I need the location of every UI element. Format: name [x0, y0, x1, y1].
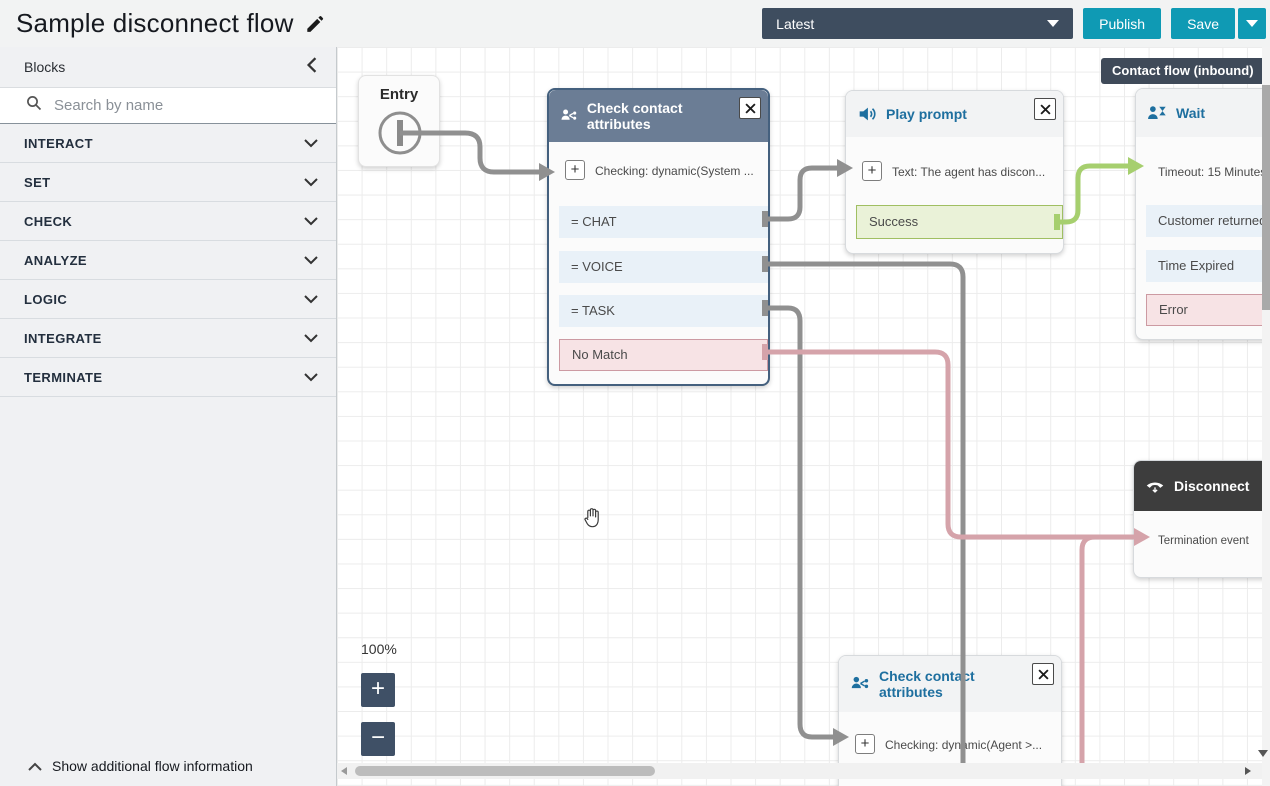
block-play-prompt[interactable]: Play prompt + Text: The agent has discon…	[845, 90, 1064, 254]
wait-icon	[1148, 106, 1166, 119]
block-search	[0, 88, 336, 124]
expand-parameter-button[interactable]: +	[862, 161, 882, 181]
vertical-scrollbar[interactable]	[1258, 47, 1270, 786]
sidebar-item-interact[interactable]: INTERACT	[0, 124, 336, 163]
show-flow-info-toggle[interactable]: Show additional flow information	[0, 746, 336, 786]
branch-error[interactable]: Error	[1146, 294, 1262, 326]
block-entry[interactable]: Entry	[358, 75, 440, 167]
block-header: Disconnect	[1134, 461, 1262, 511]
flow-type-badge: Contact flow (inbound)	[1101, 58, 1262, 84]
sidebar-item-check[interactable]: CHECK	[0, 202, 336, 241]
save-button[interactable]: Save	[1171, 8, 1235, 39]
hand-cursor-icon	[584, 508, 599, 528]
chevron-down-icon	[304, 177, 318, 186]
page-title: Sample disconnect flow	[16, 8, 294, 38]
chevron-down-icon	[304, 138, 318, 147]
connector-task	[765, 305, 833, 740]
block-title: Check contact attributes	[586, 100, 683, 132]
branch-voice[interactable]: = VOICE	[559, 251, 768, 283]
connector-error-merge	[1079, 534, 1107, 763]
block-disconnect[interactable]: Disconnect Termination event	[1133, 460, 1262, 578]
block-parameter: Checking: dynamic(Agent >...	[885, 738, 1043, 752]
sidebar-title: Blocks	[24, 59, 66, 75]
scroll-left-arrow-icon[interactable]	[341, 767, 347, 775]
block-parameter: Timeout: 15 Minutes	[1158, 165, 1262, 179]
connector-success	[1057, 163, 1128, 225]
block-wait[interactable]: Wait Timeout: 15 Minutes Customer return…	[1135, 88, 1262, 340]
branch-chat[interactable]: = CHAT	[559, 206, 768, 238]
search-input[interactable]	[54, 97, 294, 114]
blocks-sidebar: Blocks INTERACT SET CHECK ANALYZE	[0, 47, 337, 786]
expand-parameter-button[interactable]: +	[565, 160, 585, 180]
chevron-down-icon	[304, 294, 318, 303]
block-title: Wait	[1176, 105, 1206, 121]
block-header: Play prompt	[846, 91, 1063, 137]
chevron-down-icon	[1246, 20, 1258, 27]
speaker-icon	[859, 107, 876, 121]
zoom-level: 100%	[361, 641, 397, 657]
block-header: Check contact attributes	[839, 656, 1061, 712]
branch-customer-returned[interactable]: Customer returned	[1146, 205, 1262, 237]
expand-parameter-button[interactable]: +	[855, 734, 875, 754]
block-header: Wait	[1136, 89, 1262, 137]
vertical-scrollbar-thumb[interactable]	[1262, 85, 1270, 310]
block-title: Disconnect	[1174, 478, 1250, 494]
branch-success[interactable]: Success	[856, 205, 1063, 239]
block-title: Check contact attributes	[879, 668, 975, 700]
collapse-panel-icon[interactable]	[306, 56, 318, 78]
top-bar: Sample disconnect flow Latest Publish Sa…	[0, 0, 1270, 47]
disconnect-phone-icon	[1146, 482, 1164, 493]
save-options-button[interactable]	[1238, 8, 1266, 39]
zoom-out-button[interactable]: −	[361, 722, 395, 756]
close-icon[interactable]	[1032, 663, 1054, 685]
sidebar-item-terminate[interactable]: TERMINATE	[0, 358, 336, 397]
chevron-down-icon	[1047, 20, 1060, 27]
chevron-down-icon	[304, 216, 318, 225]
publish-button[interactable]: Publish	[1083, 8, 1162, 39]
sidebar-item-set[interactable]: SET	[0, 163, 336, 202]
connector-chat	[765, 165, 837, 222]
check-contact-attributes-icon	[851, 676, 869, 689]
version-dropdown[interactable]: Latest	[762, 8, 1074, 39]
block-parameter: Text: The agent has discon...	[892, 165, 1046, 179]
block-parameter: Checking: dynamic(System ...	[595, 164, 754, 178]
block-header: Check contact attributes	[549, 90, 768, 142]
block-title: Entry	[379, 86, 419, 103]
block-parameter: Termination event	[1158, 535, 1249, 547]
zoom-in-button[interactable]: +	[361, 673, 395, 707]
scroll-right-arrow-icon[interactable]	[1245, 767, 1251, 775]
connector-overlay	[378, 111, 1150, 763]
chevron-down-icon	[304, 372, 318, 381]
branch-no-match[interactable]: No Match	[559, 339, 768, 371]
chevron-down-icon	[304, 333, 318, 342]
block-check-contact-attributes-1[interactable]: Check contact attributes + Checking: dyn…	[547, 88, 770, 386]
edit-title-pencil-icon[interactable]	[304, 13, 326, 35]
branch-time-expired[interactable]: Time Expired	[1146, 250, 1262, 282]
branch-task[interactable]: = TASK	[559, 295, 768, 327]
chevron-up-icon	[28, 762, 42, 771]
close-icon[interactable]	[739, 97, 761, 119]
sidebar-header: Blocks	[0, 47, 336, 88]
sidebar-item-analyze[interactable]: ANALYZE	[0, 241, 336, 280]
search-icon	[26, 95, 42, 116]
block-title: Play prompt	[886, 106, 967, 122]
connector-no-match	[765, 349, 1134, 540]
scroll-down-arrow-icon[interactable]	[1258, 750, 1268, 757]
version-dropdown-value: Latest	[776, 15, 815, 32]
check-contact-attributes-icon	[561, 109, 577, 120]
close-icon[interactable]	[1034, 98, 1056, 120]
horizontal-scrollbar[interactable]	[337, 763, 1262, 779]
sidebar-item-integrate[interactable]: INTEGRATE	[0, 319, 336, 358]
flow-canvas[interactable]: Contact flow (inbound) Entry Check conta…	[337, 47, 1262, 786]
horizontal-scrollbar-thumb[interactable]	[355, 766, 655, 776]
sidebar-item-logic[interactable]: LOGIC	[0, 280, 336, 319]
top-actions: Latest Publish Save	[762, 8, 1266, 39]
chevron-down-icon	[304, 255, 318, 264]
